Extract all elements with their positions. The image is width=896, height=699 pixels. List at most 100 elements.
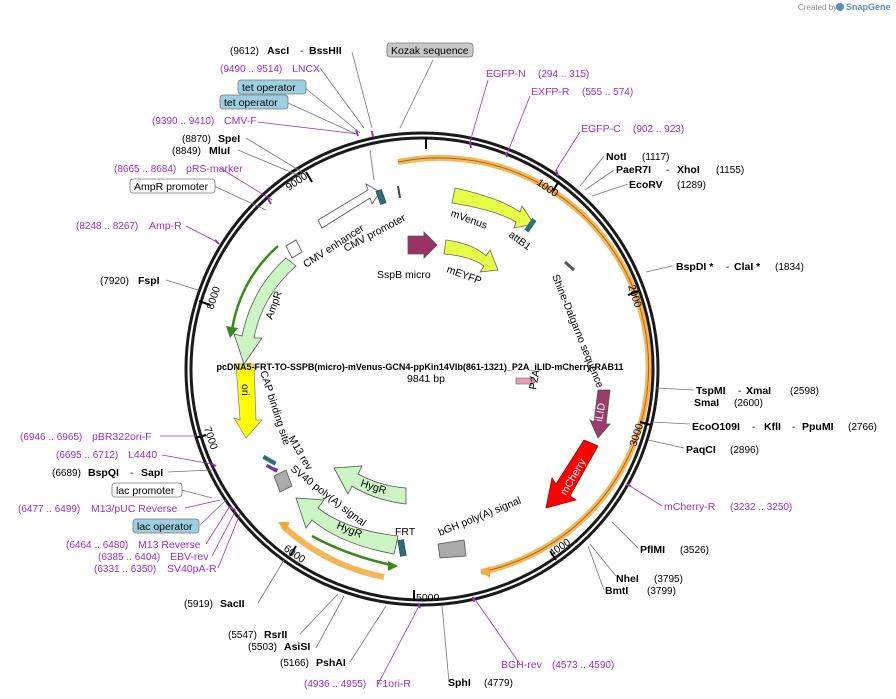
site-sphI[interactable]: SphI (4779) bbox=[448, 677, 513, 689]
site-mluI[interactable]: (8849) MluI bbox=[172, 145, 230, 157]
brand-created-by: Created by bbox=[798, 3, 837, 12]
svg-text:FspI: FspI bbox=[138, 275, 160, 287]
primer-exfp-r[interactable]: EXFP-R (555 .. 574) bbox=[531, 86, 633, 98]
site-sacII[interactable]: (5919) SacII bbox=[184, 598, 245, 610]
svg-text:XhoI: XhoI bbox=[677, 164, 700, 176]
primer-egfp-c[interactable]: EGFP-C (902 .. 923) bbox=[581, 123, 684, 135]
feature-attb1-block bbox=[524, 218, 537, 233]
site-fspI[interactable]: (7920) FspI bbox=[100, 275, 160, 287]
svg-text:PaeR7I: PaeR7I bbox=[616, 164, 651, 176]
primer-bgh-rev[interactable]: BGH-rev (4573 .. 4590) bbox=[501, 659, 614, 671]
primer-cmv-f[interactable]: (9390 .. 9410) CMV-F bbox=[152, 115, 257, 127]
svg-text:PflMI: PflMI bbox=[640, 544, 665, 556]
backbone-inner bbox=[189, 136, 655, 602]
feature-sspb-micro[interactable]: SspB micro bbox=[377, 231, 438, 281]
box-tet-operator-2[interactable]: tet operator bbox=[219, 94, 289, 110]
site-nheI[interactable]: NheI (3795) bbox=[616, 573, 683, 585]
site-bmtI[interactable]: BmtI (3799) bbox=[605, 585, 676, 597]
site-tspMI[interactable]: TspMI - XmaI (2598) bbox=[696, 385, 819, 397]
feature-ori[interactable]: ori bbox=[233, 363, 263, 439]
svg-text:pBR322ori-F: pBR322ori-F bbox=[92, 431, 152, 443]
primer-egfp-n[interactable]: EGFP-N (294 .. 315) bbox=[486, 68, 589, 80]
feature-ampr-promoter-arrow bbox=[285, 239, 303, 259]
orange-arc-main-arrow bbox=[481, 566, 490, 578]
site-ecoRV[interactable]: EcoRV (1289) bbox=[629, 179, 706, 191]
feature-shine-dalgarno[interactable]: Shine-Dalgarno sequence bbox=[549, 273, 606, 390]
feature-p2a[interactable]: P2A bbox=[515, 369, 542, 391]
svg-text:(2896): (2896) bbox=[730, 445, 759, 456]
box-lac-operator[interactable]: lac operator bbox=[132, 518, 200, 534]
svg-text:EcoRV: EcoRV bbox=[629, 179, 663, 191]
svg-text:(2766): (2766) bbox=[848, 422, 877, 433]
svg-text:(2598): (2598) bbox=[790, 386, 819, 397]
feature-ampr[interactable]: AmpR bbox=[233, 257, 297, 365]
primer-sv40pa-r[interactable]: (6331 .. 6350) SV40pA-R bbox=[94, 563, 217, 575]
plasmid-size: 9841 bp bbox=[407, 373, 445, 385]
svg-text:ClaI *: ClaI * bbox=[734, 261, 761, 273]
svg-text:PshAI: PshAI bbox=[316, 657, 346, 669]
feature-mvenus[interactable]: mVenus bbox=[449, 187, 535, 232]
svg-text:-: - bbox=[300, 46, 303, 57]
svg-text:(3799): (3799) bbox=[647, 586, 676, 597]
primer-m13-puc-reverse[interactable]: (6477 .. 6499) M13/pUC Reverse bbox=[18, 503, 178, 515]
primer-f1ori-r[interactable]: (4936 .. 4955) F1ori-R bbox=[304, 678, 411, 690]
site-speI[interactable]: (8870) SpeI bbox=[182, 133, 240, 145]
primer-prs-marker[interactable]: (8665 .. 8684) pRS-marker bbox=[114, 163, 243, 175]
svg-text:(3232 .. 3250): (3232 .. 3250) bbox=[730, 502, 792, 513]
feature-mcherry[interactable]: mCherry bbox=[545, 439, 599, 509]
site-pshAI[interactable]: (5166) PshAI bbox=[280, 657, 346, 669]
svg-text:pRS-marker: pRS-marker bbox=[186, 163, 243, 175]
feature-hygr-1[interactable]: HygR bbox=[333, 465, 407, 505]
site-pflMI[interactable]: PflMI (3526) bbox=[640, 544, 709, 556]
svg-text:(7920): (7920) bbox=[100, 276, 129, 287]
svg-text:CMV-F: CMV-F bbox=[224, 115, 257, 127]
site-rsrII[interactable]: (5547) RsrII bbox=[228, 629, 287, 641]
primer-ebv-rev[interactable]: (6385 .. 6404) EBV-rev bbox=[98, 551, 209, 563]
box-tet-operator-1[interactable]: tet operator bbox=[237, 79, 307, 95]
svg-text:(8870): (8870) bbox=[182, 134, 211, 145]
feature-bgh-polya[interactable]: bGH poly(A) signal bbox=[437, 495, 523, 559]
feature-cmv-enhancer[interactable]: CMV enhancer bbox=[301, 183, 381, 271]
svg-text:XmaI: XmaI bbox=[746, 385, 771, 397]
site-bspDI[interactable]: BspDI * - ClaI * (1834) bbox=[676, 261, 804, 273]
site-paeR7I[interactable]: PaeR7I - XhoI (1155) bbox=[616, 164, 744, 176]
svg-text:(6695 .. 6712): (6695 .. 6712) bbox=[56, 450, 118, 461]
svg-text:-: - bbox=[130, 468, 133, 479]
feature-ilid[interactable]: iLID bbox=[589, 389, 611, 439]
feature-attb1-label: attB1 bbox=[506, 229, 533, 253]
tick-label-8000: 8000 bbox=[204, 285, 223, 311]
site-smaI[interactable]: SmaI (2600) bbox=[694, 397, 763, 409]
svg-text:(6385 .. 6404): (6385 .. 6404) bbox=[98, 552, 160, 563]
svg-text:AscI: AscI bbox=[267, 45, 289, 57]
svg-text:TspMI: TspMI bbox=[696, 385, 726, 397]
svg-text:(9490 .. 9514): (9490 .. 9514) bbox=[220, 64, 282, 75]
feature-meyfp[interactable]: mEYFP bbox=[443, 239, 499, 287]
svg-text:BssHII: BssHII bbox=[309, 45, 342, 57]
feature-ampr-outer-arrow bbox=[226, 326, 238, 338]
svg-text:(902 .. 923): (902 .. 923) bbox=[633, 124, 684, 135]
svg-text:(2600): (2600) bbox=[734, 398, 763, 409]
feature-cap-binding-site[interactable]: CAP binding site bbox=[257, 369, 292, 447]
site-asiSI[interactable]: (5503) AsiSI bbox=[248, 641, 310, 653]
primer-amp-r[interactable]: (8248 .. 8267) Amp-R bbox=[76, 220, 182, 232]
feature-hygr-outer-line bbox=[311, 534, 397, 568]
site-notI[interactable]: NotI (1117) bbox=[606, 151, 669, 163]
primer-lncx[interactable]: (9490 .. 9514) LNCX bbox=[220, 63, 320, 75]
box-lac-promoter[interactable]: lac promoter bbox=[111, 482, 183, 498]
box-ampr-promoter[interactable]: AmpR promoter bbox=[129, 178, 216, 194]
primer-pbr322ori-f[interactable]: (6946 .. 6965) pBR322ori-F bbox=[20, 431, 152, 443]
primer-mcherry-r[interactable]: mCherry-R (3232 .. 3250) bbox=[664, 501, 792, 513]
primer-m13-reverse[interactable]: (6464 .. 6480) M13 Reverse bbox=[66, 539, 201, 551]
leader-lines bbox=[160, 51, 695, 685]
orange-arc-f1-arrow bbox=[278, 522, 290, 532]
snapgene-logo-icon bbox=[836, 3, 844, 11]
site-bspQI[interactable]: (6689) BspQI - SapI bbox=[52, 467, 163, 479]
site-ascI[interactable]: (9612) AscI - BssHII bbox=[230, 45, 342, 57]
feature-frt[interactable]: FRT bbox=[395, 526, 416, 538]
box-kozak-sequence[interactable]: Kozak sequence bbox=[386, 42, 474, 58]
site-ecoO109I[interactable]: EcoO109I - KflI - PpuMI (2766) bbox=[692, 421, 877, 433]
svg-text:BspDI *: BspDI * bbox=[676, 261, 714, 273]
primer-l4440[interactable]: (6695 .. 6712) L4440 bbox=[56, 449, 157, 461]
site-paqCI[interactable]: PaqCI (2896) bbox=[686, 444, 759, 456]
